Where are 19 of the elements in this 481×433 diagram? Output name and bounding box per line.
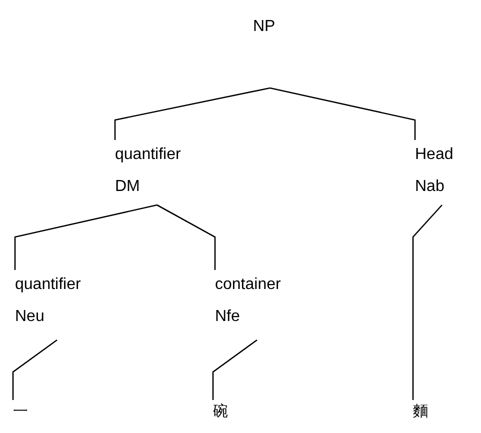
tree-branch [156, 204, 216, 270]
node-label: quantifier [115, 146, 181, 164]
tree-branch [212, 339, 258, 400]
node-label: NP [253, 18, 276, 36]
category-label: DM [115, 178, 140, 196]
leaf-word: 碗 [213, 402, 228, 420]
leaf-word: 麵 [413, 402, 428, 420]
tree-branch [14, 204, 158, 270]
node-label: quantifier [15, 276, 81, 294]
node-label: Head [415, 146, 454, 164]
node-label: container [215, 276, 281, 294]
category-label: Nfe [215, 308, 240, 326]
tree-branch [270, 87, 416, 140]
category-label: Nab [415, 178, 444, 196]
tree-branch [12, 339, 58, 400]
leaf-word: 一 [13, 402, 28, 420]
tree-branch [114, 87, 270, 140]
tree-branch [412, 204, 442, 400]
category-label: Neu [15, 308, 44, 326]
